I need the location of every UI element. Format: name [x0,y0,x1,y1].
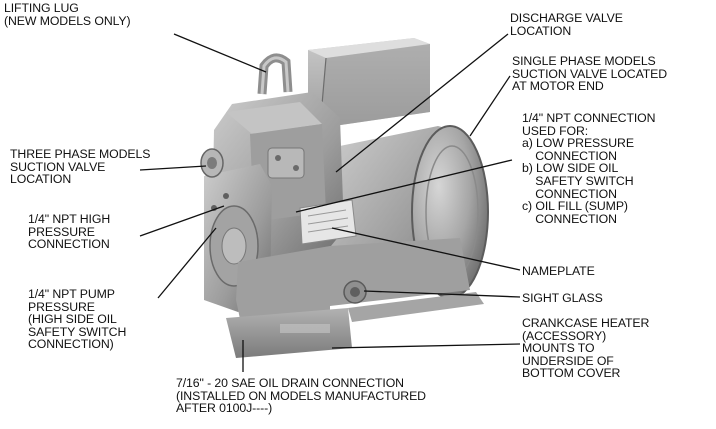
leader-npt-connection [295,159,513,213]
crankcase-heater-label: CRANKCASE HEATER (ACCESSORY) MOUNTS TO U… [522,316,650,381]
leader-single-phase-suction [469,75,511,137]
leader-nameplate [331,227,521,271]
three-phase-suction-label: THREE PHASE MODELS SUCTION VALVE LOCATIO… [10,147,151,187]
pump-pressure-label: 1/4" NPT PUMP PRESSURE (HIGH SIDE OIL SA… [28,287,127,352]
leader-crankcase-heater [331,343,521,349]
nameplate [299,199,357,245]
nameplate-label: NAMEPLATE [522,264,595,278]
leader-lines [139,33,521,372]
high-pressure-connection-label: 1/4" NPT HIGH PRESSURE CONNECTION [28,212,111,252]
lifting-lug-label: LIFTING LUG (NEW MODELS ONLY) [4,1,131,28]
leader-sight-glass [363,290,521,298]
lifting-lug [257,53,293,95]
leader-pump-pressure [157,227,217,299]
npt-connection-label: 1/4" NPT CONNECTION USED FOR: a) LOW PRE… [522,111,656,226]
oil-drain-label: 7/16" - 20 SAE OIL DRAIN CONNECTION (INS… [176,376,426,416]
leader-discharge-valve [335,33,509,173]
discharge-valve-label: DISCHARGE VALVE LOCATION [510,11,623,38]
sight-glass-label: SIGHT GLASS [522,291,603,305]
single-phase-suction-label: SINGLE PHASE MODELS SUCTION VALVE LOCATE… [512,54,668,94]
leader-high-pressure [139,205,225,237]
suction-valve [200,148,224,178]
leader-lifting-lug [173,33,267,73]
leader-three-phase-suction [139,165,207,171]
sight-glass [343,280,367,304]
